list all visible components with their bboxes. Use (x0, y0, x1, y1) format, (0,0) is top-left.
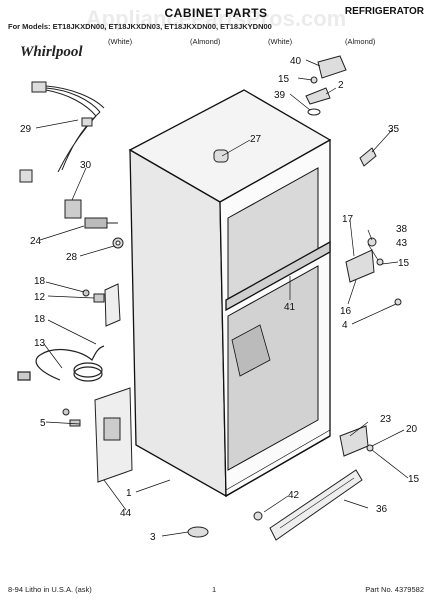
leveling-leg-3 (187, 511, 263, 538)
callout-13: 13 (34, 338, 46, 349)
wire-harness-29 (19, 81, 105, 183)
hinge-pin-35 (359, 147, 377, 167)
callout-15: 15 (278, 74, 290, 85)
leader-lines (35, 59, 409, 537)
models-line: For Models: ET18JKXDN00, ET18JKXDN03, ET… (8, 22, 272, 31)
callout-20: 20 (406, 424, 418, 435)
callout-18: 18 (34, 276, 46, 287)
grommet-28 (112, 237, 124, 249)
callout-15b: 15 (398, 258, 410, 269)
callout-16: 16 (340, 306, 352, 317)
callout-5: 5 (40, 418, 46, 429)
color-col-3: (White) (268, 37, 293, 46)
center-hinge-parts (345, 237, 402, 306)
category-label: REFRIGERATOR (344, 6, 424, 17)
callout-23: 23 (380, 414, 392, 425)
whirlpool-logo: Whirlpool (20, 44, 83, 60)
callout-43: 43 (396, 238, 408, 249)
callout-44: 44 (120, 508, 132, 519)
callout-27: 27 (250, 134, 262, 145)
callout-1: 1 (126, 488, 132, 499)
light-switch-30 (64, 199, 118, 229)
callout-30: 30 (80, 160, 92, 171)
footer-part-number: Part No. 4379582 (365, 585, 424, 594)
callout-12: 12 (34, 292, 46, 303)
callout-35: 35 (388, 124, 400, 135)
callout-36: 36 (376, 504, 388, 515)
footer-litho: 8-94 Litho in U.S.A. (ask) (8, 585, 92, 594)
callout-18b: 18 (34, 314, 46, 325)
callout-39: 39 (274, 90, 286, 101)
power-cord-13 (17, 345, 105, 382)
screw-and-clip-18-12 (82, 283, 121, 327)
color-col-4: (Almond) (345, 37, 376, 46)
callout-labels: 40 15 2 39 35 29 27 30 17 38 43 15 24 28… (20, 56, 420, 543)
toe-grille-36 (269, 469, 363, 541)
callout-2: 2 (338, 80, 344, 91)
top-hinge-parts (213, 55, 347, 163)
bottom-hinge-parts (339, 425, 374, 457)
callout-15c: 15 (408, 474, 420, 485)
callout-40: 40 (290, 56, 302, 67)
callout-3: 3 (150, 532, 156, 543)
cabinet-body (128, 89, 332, 498)
callout-4: 4 (342, 320, 348, 331)
callout-41: 41 (284, 302, 296, 313)
callout-29: 29 (20, 124, 32, 135)
callout-24: 24 (30, 236, 42, 247)
callout-17: 17 (342, 214, 354, 225)
page-title: CABINET PARTS (164, 6, 268, 20)
callout-42: 42 (288, 490, 300, 501)
callout-28: 28 (66, 252, 78, 263)
bracket-5 (62, 387, 133, 483)
color-col-2: (Almond) (190, 37, 221, 46)
color-col-1: (White) (108, 37, 133, 46)
callout-38: 38 (396, 224, 408, 235)
footer-page-number: 1 (212, 585, 217, 594)
